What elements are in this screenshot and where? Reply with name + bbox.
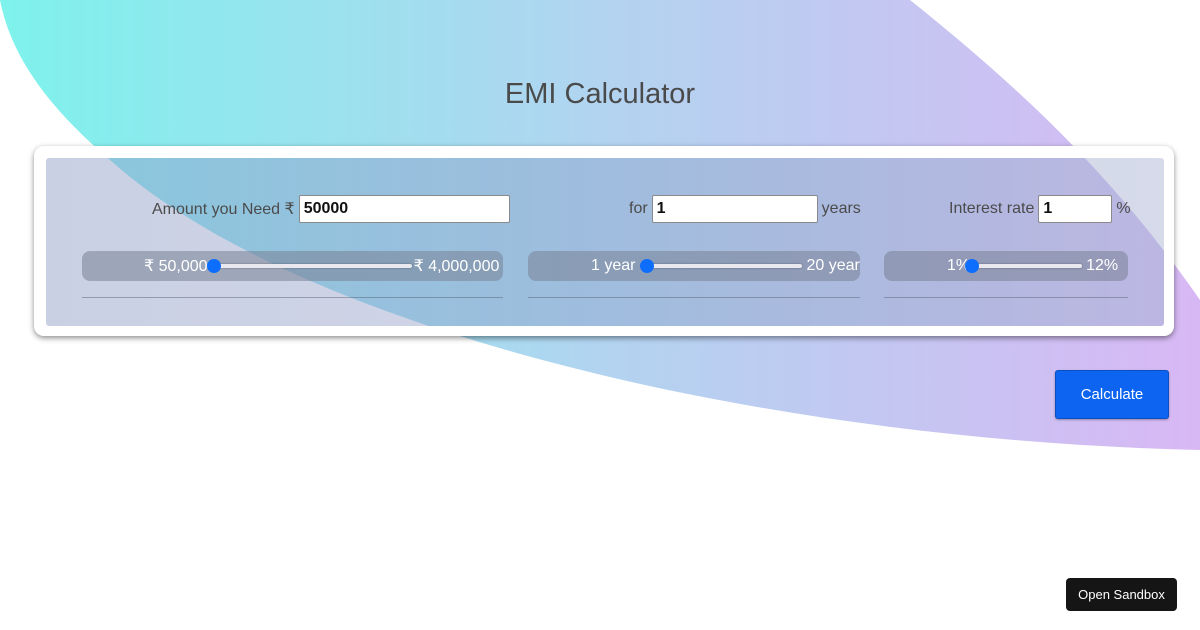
interest-input[interactable] [1038, 195, 1113, 223]
open-sandbox-button[interactable]: Open Sandbox [1066, 578, 1177, 611]
tenure-divider [528, 297, 860, 298]
tenure-slider-min-label: 1 year [591, 257, 636, 274]
interest-unit: % [1116, 200, 1131, 217]
interest-slider-thumb[interactable] [965, 259, 980, 273]
panel-gradient-shape [107, 158, 1164, 326]
page-title: EMI Calculator [504, 78, 696, 110]
amount-slider-max-label: ₹ 4,000,000 [413, 258, 500, 275]
amount-field-row: Amount you Need ₹ [152, 194, 510, 224]
amount-slider-pill: ₹ 50,000 ₹ 4,000,000 [82, 251, 503, 281]
interest-slider[interactable] [965, 259, 1083, 273]
calculate-button[interactable]: Calculate [1055, 370, 1169, 419]
tenure-slider-pill: 1 year 20 year [528, 251, 860, 281]
calculator-panel: Amount you Need ₹ ₹ 50,000 ₹ 4,000,000 f… [46, 158, 1164, 326]
amount-input[interactable] [298, 195, 510, 223]
amount-slider[interactable] [206, 259, 412, 273]
amount-divider [82, 297, 503, 298]
tenure-slider-max-label: 20 year [806, 257, 860, 274]
interest-label: Interest rate [949, 200, 1035, 217]
interest-slider-pill: 1% 12% [884, 251, 1128, 281]
interest-divider [884, 297, 1128, 298]
tenure-slider-thumb[interactable] [640, 259, 655, 273]
amount-slider-min-label: ₹ 50,000 [144, 258, 208, 275]
calculator-card: Amount you Need ₹ ₹ 50,000 ₹ 4,000,000 f… [34, 146, 1174, 336]
interest-slider-max-label: 12% [1086, 257, 1119, 274]
amount-slider-thumb[interactable] [206, 259, 221, 273]
tenure-unit: years [821, 200, 861, 217]
tenure-input[interactable] [651, 195, 818, 223]
tenure-slider[interactable] [640, 259, 803, 273]
amount-label: Amount you Need ₹ [152, 201, 295, 218]
interest-field-row: Interest rate % [949, 194, 1131, 224]
interest-slider-min-label: 1% [947, 257, 971, 274]
tenure-field-row: for years [629, 194, 861, 224]
tenure-label: for [629, 200, 648, 217]
